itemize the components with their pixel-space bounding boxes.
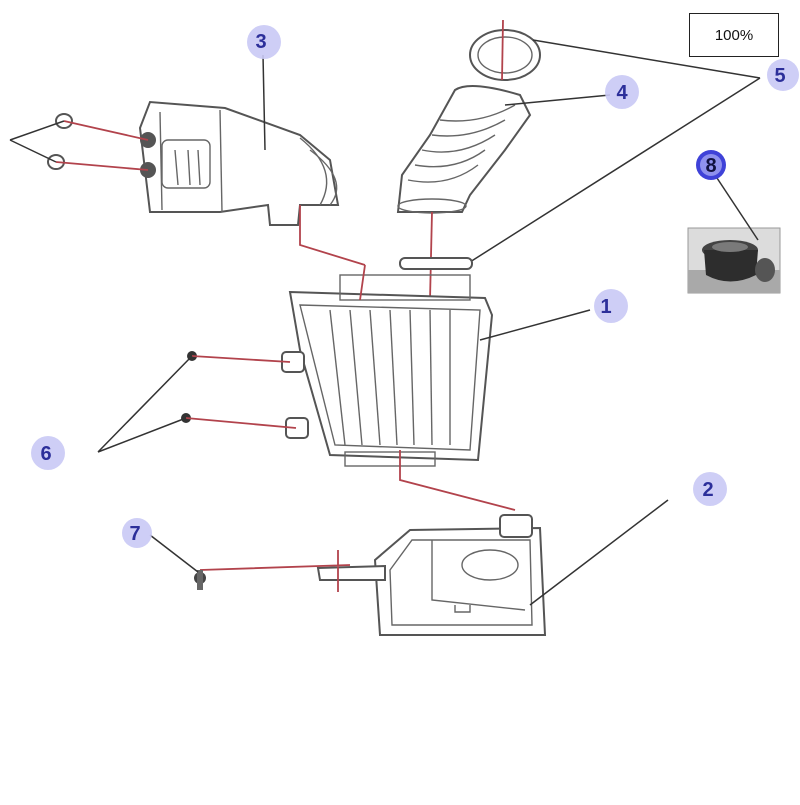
callout-3: 3 [247,25,281,59]
zoom-level-indicator[interactable]: 100% [689,13,779,57]
part-1-filter-housing [281,274,494,467]
svg-text:3: 3 [255,31,266,53]
leader-clamp-top [501,19,504,81]
leader-bolt-6-lower [185,417,297,429]
svg-text:4: 4 [616,82,628,104]
svg-text:1: 1 [600,296,611,318]
leader-7 [149,534,199,573]
leader-3 [262,54,266,151]
leader-bolt-lower [55,161,149,171]
leader-housing-to-box [399,450,516,511]
leader-hose-down [429,211,433,301]
zoom-level-text: 100% [714,26,754,44]
part-5-clamp-ring [399,257,473,270]
part-6-bolts [181,351,197,423]
svg-text:6: 6 [40,443,51,465]
part-4-intake-hose [396,29,541,214]
leader-bolt-6-upper [191,355,291,363]
leader-screw-7 [199,550,351,592]
svg-text:5: 5 [774,65,785,87]
svg-text:2: 2 [702,479,713,501]
callout-7: 7 [122,518,152,548]
leader-duct-to-housing [299,205,366,301]
part-8-photo-inset [687,227,781,294]
leader-bolts-group [9,120,65,163]
callout-4: 4 [605,75,639,109]
svg-text:7: 7 [129,523,140,545]
leader-4 [504,94,611,106]
callout-2: 2 [693,472,727,506]
leader-8 [714,174,759,241]
callout-5: 5 [767,59,799,91]
leader-2 [529,499,669,606]
callout-8: 8 [696,150,726,180]
part-3-inlet-duct [138,100,340,226]
leader-6 [97,355,193,453]
callout-1: 1 [594,289,628,323]
part-7-screw [194,570,206,590]
leader-5 [469,39,761,263]
callout-6: 6 [31,436,65,470]
leader-bolt-upper [63,120,149,141]
part-2-lower-box [316,514,547,636]
svg-text:8: 8 [705,155,716,177]
leader-1 [479,309,591,341]
